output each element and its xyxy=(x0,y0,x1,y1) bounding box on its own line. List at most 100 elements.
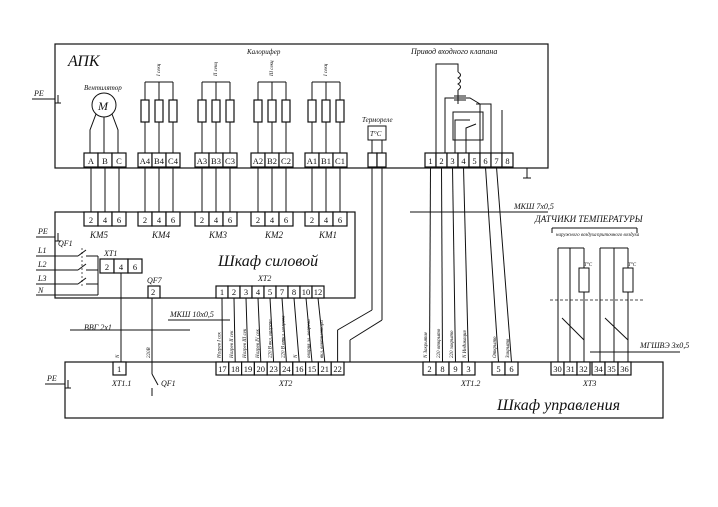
svg-text:16: 16 xyxy=(295,364,304,374)
svg-text:9: 9 xyxy=(453,364,457,374)
wire-label: Нагрев I сек xyxy=(217,332,222,359)
apk-terminal: C4 xyxy=(165,152,181,168)
svg-text:23: 23 xyxy=(269,364,278,374)
wire-label: N xyxy=(294,354,299,359)
svg-text:1: 1 xyxy=(220,287,224,297)
svg-text:22: 22 xyxy=(333,364,342,374)
wire-label: авария эл. нагрева xyxy=(307,319,312,358)
xt3-terminal: 36 xyxy=(617,361,632,376)
xt3-terminal: 31 xyxy=(563,361,578,376)
wire-label: 220 закрыто xyxy=(450,330,455,358)
xt3-terminal: 30 xyxy=(550,361,565,376)
wire-label: Открыто xyxy=(493,336,498,358)
wire-label: Закрыто xyxy=(506,338,511,358)
pe-silovoy-label: PE xyxy=(37,227,48,236)
wire-label: 220В xyxy=(147,347,152,358)
heater-element-icon xyxy=(225,99,235,123)
xt2-bottom-terminal: 15 xyxy=(305,361,320,376)
apk-terminal: B1 xyxy=(318,152,334,168)
apk-terminal: C1 xyxy=(332,152,348,168)
svg-text:1: 1 xyxy=(428,156,432,166)
sensor-pritoch: T°C xyxy=(599,247,645,362)
svg-text:20: 20 xyxy=(257,364,266,374)
svg-text:7: 7 xyxy=(494,156,498,166)
cable-vvg-label: ВВГ 2х1 xyxy=(84,323,112,332)
xt11-terminal-num: 1 xyxy=(117,364,121,374)
xt12-terminal: 6 xyxy=(504,361,519,376)
svg-text:3: 3 xyxy=(450,156,454,166)
sensor-naruzh: T°C xyxy=(550,247,600,362)
qf7-terminal xyxy=(147,285,161,299)
heater-element-icon xyxy=(168,99,178,123)
privod-terminal: 8 xyxy=(501,152,514,168)
svg-text:A: A xyxy=(88,156,95,166)
heater-section: III ceкц xyxy=(253,60,291,153)
apk-terminal: C2 xyxy=(278,152,294,168)
svg-text:5: 5 xyxy=(268,287,272,297)
xt2-top-terminal: 2 xyxy=(227,285,241,299)
wire-label: вкл. вентилятора xyxy=(320,320,325,358)
privod-terminal: 2 xyxy=(435,152,448,168)
svg-text:5: 5 xyxy=(496,364,500,374)
heater-section: II ceкц xyxy=(197,62,235,153)
svg-text:B3: B3 xyxy=(211,156,221,166)
xt2-top-terminal: 1 xyxy=(215,285,229,299)
xt2-bot-label: XT2 xyxy=(278,379,292,388)
heater-element-icon xyxy=(267,99,277,123)
apk-terminal: B4 xyxy=(151,152,167,168)
wire-label: N xyxy=(116,354,121,359)
privod-label: Привод входного клапана xyxy=(410,47,497,56)
svg-text:B2: B2 xyxy=(267,156,277,166)
xt2-top-terminal: 3 xyxy=(239,285,253,299)
heater-section: I ceкц xyxy=(307,63,345,153)
heater-element-icon xyxy=(253,99,263,123)
km1-label: КМ1 xyxy=(318,230,337,240)
heater-element-icon xyxy=(140,99,150,123)
km4-label: КМ4 xyxy=(151,230,170,240)
svg-text:A3: A3 xyxy=(197,156,207,166)
svg-text:B1: B1 xyxy=(321,156,331,166)
svg-text:2: 2 xyxy=(105,262,109,272)
silovoy-title: Шкаф силовой xyxy=(217,253,318,270)
termorele-label: Термореле xyxy=(362,116,393,124)
privod-terminal: 6 xyxy=(479,152,492,168)
apk-terminal: B xyxy=(97,152,113,168)
svg-text:A2: A2 xyxy=(253,156,263,166)
svg-text:2: 2 xyxy=(143,215,147,225)
svg-text:2: 2 xyxy=(256,215,260,225)
upravleniya-title: Шкаф управления xyxy=(496,397,620,414)
kalorifer-label: Калорифер xyxy=(246,48,281,56)
privod-terminal: 1 xyxy=(424,152,437,168)
svg-text:A1: A1 xyxy=(307,156,317,166)
svg-text:C: C xyxy=(116,156,122,166)
l2-label: L2 xyxy=(37,260,46,269)
xt2-bottom-terminal: 18 xyxy=(228,361,243,376)
xt11-label: XT1.1 xyxy=(111,379,131,388)
switch-qf1-icon xyxy=(151,362,159,396)
svg-text:2: 2 xyxy=(232,287,236,297)
heater-element-icon xyxy=(154,99,164,123)
xt12-terminal: 9 xyxy=(448,361,463,376)
svg-text:B: B xyxy=(102,156,108,166)
apk-terminal: B2 xyxy=(264,152,280,168)
cable-mgshve-label: МГШВЭ 3х0,5 xyxy=(639,341,689,350)
xt1-label: XT1 xyxy=(103,249,117,258)
svg-text:T°C: T°C xyxy=(584,263,593,268)
xt2-bottom-terminal: 24 xyxy=(279,361,294,376)
svg-text:4: 4 xyxy=(461,156,466,166)
xt1-terminal: 2 xyxy=(99,258,115,274)
ground-icon xyxy=(55,233,61,242)
svg-text:2: 2 xyxy=(89,215,93,225)
privod-terminal: 5 xyxy=(468,152,481,168)
svg-text:31: 31 xyxy=(566,364,575,374)
privod-mechanism xyxy=(435,63,531,179)
svg-text:30: 30 xyxy=(553,364,562,374)
datchiki-label: ДАТЧИКИ ТЕМПЕРАТУРЫ xyxy=(534,214,644,224)
xt12-terminal: 5 xyxy=(491,361,506,376)
apk-terminal: A1 xyxy=(304,152,320,168)
svg-text:2: 2 xyxy=(427,364,431,374)
